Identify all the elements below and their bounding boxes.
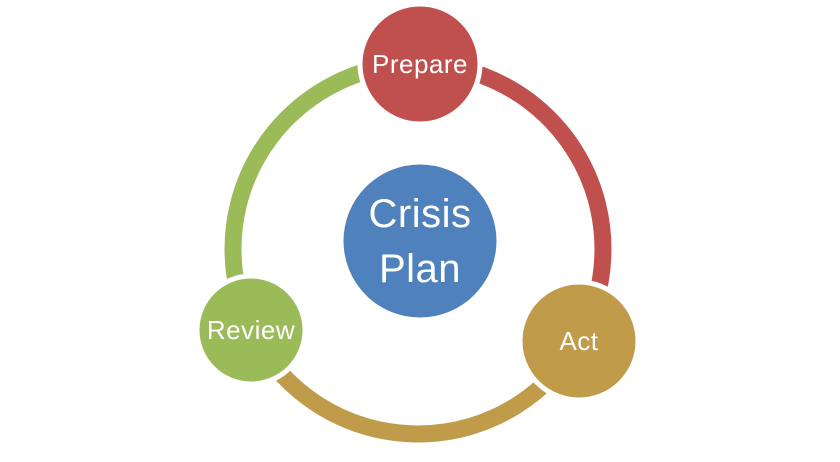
node-review-circle bbox=[194, 273, 308, 387]
center-label-line-1: Crisis bbox=[369, 192, 472, 236]
node-center: Crisis Plan bbox=[340, 161, 500, 321]
node-review-label: Review bbox=[207, 315, 295, 345]
node-prepare-label: Prepare bbox=[372, 49, 468, 79]
center-label-line-2: Plan bbox=[379, 247, 461, 291]
node-prepare: Prepare bbox=[357, 1, 483, 127]
center-circle bbox=[340, 161, 500, 321]
node-act-circle bbox=[517, 279, 641, 403]
node-prepare-circle bbox=[357, 1, 483, 127]
node-act: Act bbox=[517, 279, 641, 403]
node-review: Review bbox=[194, 273, 308, 387]
node-act-label: Act bbox=[559, 326, 598, 356]
